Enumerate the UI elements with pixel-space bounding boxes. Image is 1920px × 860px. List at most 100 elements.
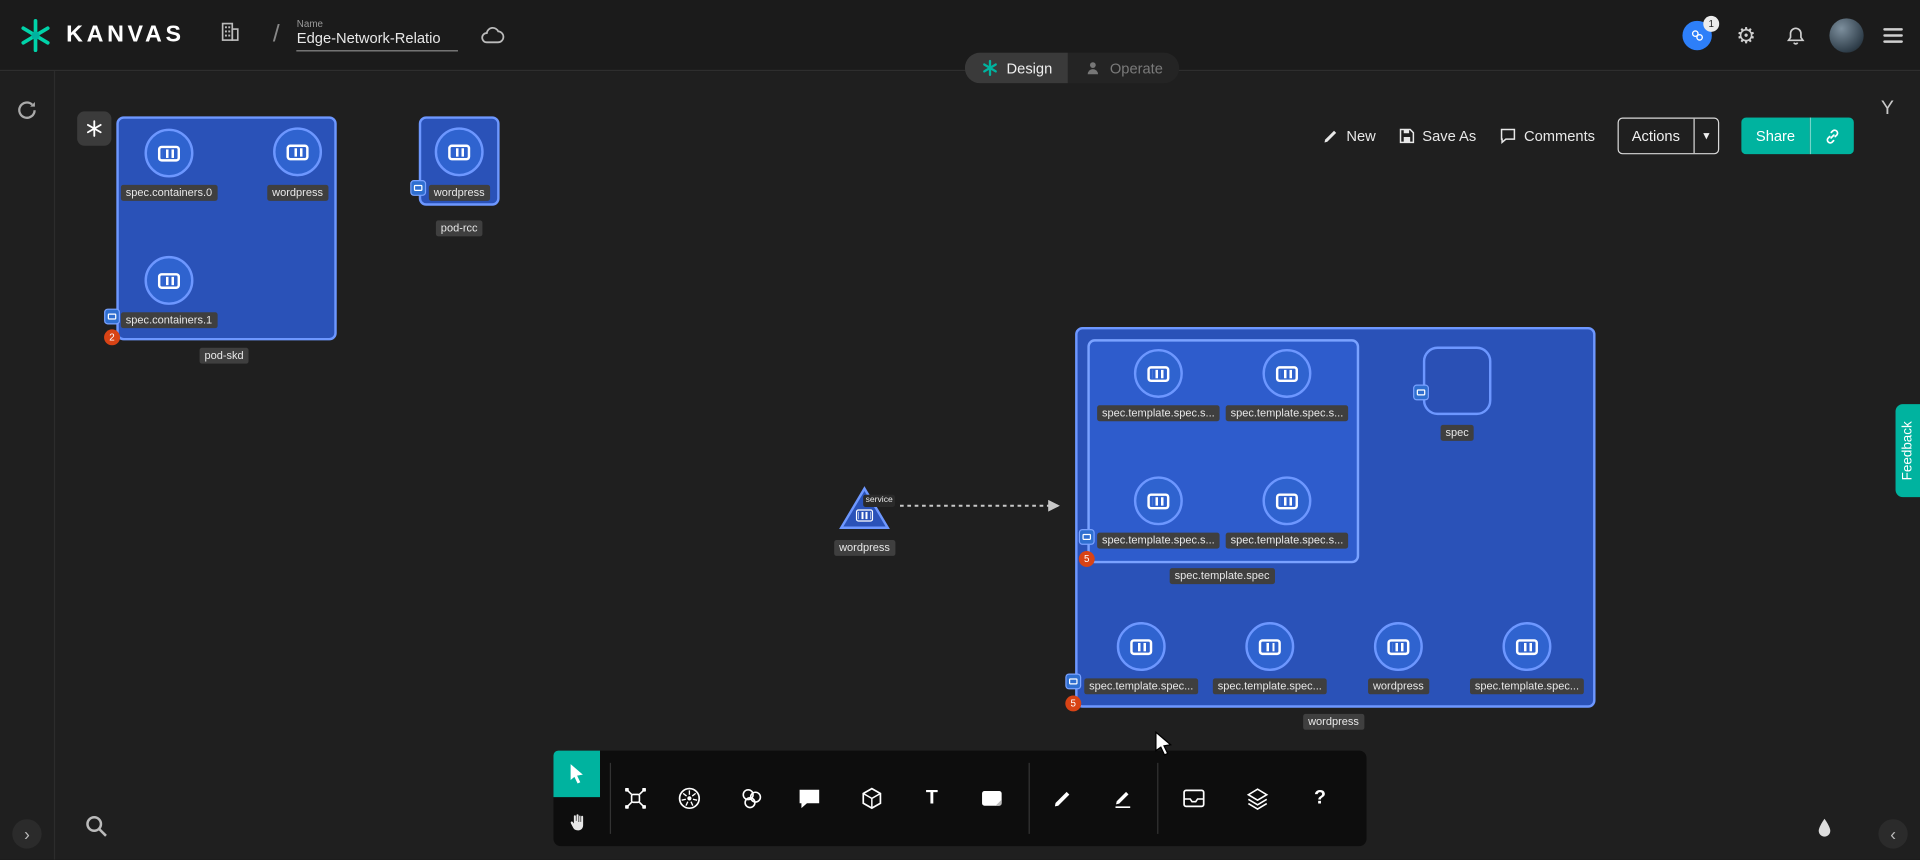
container-icon xyxy=(158,272,180,288)
toolbar-divider xyxy=(1029,763,1030,834)
pod-badge-icon[interactable] xyxy=(410,180,426,196)
kubernetes-apps-button[interactable] xyxy=(77,111,111,145)
group-spec-template-spec[interactable] xyxy=(1087,339,1359,563)
container-node[interactable] xyxy=(1134,349,1183,398)
menu-hamburger-icon[interactable] xyxy=(1883,28,1903,43)
toolbar-divider xyxy=(1157,763,1158,834)
container-node[interactable] xyxy=(1262,476,1311,525)
layers-icon xyxy=(1245,786,1269,810)
flow-panel-icon[interactable]: Y xyxy=(1881,98,1894,120)
save-as-label: Save As xyxy=(1422,127,1476,144)
container-node[interactable] xyxy=(144,129,193,178)
container-node[interactable] xyxy=(273,127,322,176)
feedback-label: Feedback xyxy=(1900,421,1915,480)
pod-badge-icon[interactable] xyxy=(1079,529,1095,545)
issue-count-badge[interactable]: 2 xyxy=(104,329,120,345)
help-tool[interactable]: ? xyxy=(1296,774,1345,823)
actions-label: Actions xyxy=(1618,119,1693,153)
container-icon xyxy=(1259,639,1281,655)
collapse-right-panel-button[interactable]: ‹ xyxy=(1878,819,1907,848)
expand-left-panel-button[interactable]: › xyxy=(12,819,41,848)
text-tool[interactable]: T xyxy=(907,774,956,823)
comment-tool[interactable] xyxy=(785,774,834,823)
pan-tool[interactable] xyxy=(553,800,600,847)
drawer-tool[interactable] xyxy=(1169,774,1218,823)
kubernetes-tool[interactable] xyxy=(665,774,714,823)
cloud-sync-icon xyxy=(478,20,507,49)
pencil-tool[interactable] xyxy=(1038,774,1087,823)
container-node[interactable] xyxy=(1502,622,1551,671)
app-title: KANVAS xyxy=(66,21,185,48)
shapes-cluster-icon xyxy=(740,786,764,810)
share-group: Share xyxy=(1741,118,1854,155)
container-node[interactable] xyxy=(1374,622,1423,671)
select-tool[interactable] xyxy=(553,751,600,798)
container-node[interactable] xyxy=(435,127,484,176)
node-label: spec.template.spec... xyxy=(1084,678,1198,694)
design-name-input[interactable]: Edge-Network-Relatio xyxy=(297,29,459,51)
profile-orb-icon[interactable]: 1 xyxy=(1682,21,1711,50)
design-name-field[interactable]: Name Edge-Network-Relatio xyxy=(297,18,459,51)
copy-link-button[interactable] xyxy=(1810,118,1854,155)
rectangle-tool[interactable] xyxy=(967,774,1016,823)
node-label: spec.template.spec.s... xyxy=(1097,405,1220,421)
node-label: spec.template.spec... xyxy=(1470,678,1584,694)
cube-icon xyxy=(860,786,884,810)
edge-label: service xyxy=(863,495,895,507)
settings-gear-icon[interactable]: ⚙ xyxy=(1731,21,1760,50)
container-icon xyxy=(1387,639,1409,655)
notification-count-badge: 1 xyxy=(1703,16,1719,32)
user-avatar[interactable] xyxy=(1829,18,1863,52)
service-node[interactable] xyxy=(838,485,892,532)
tab-design[interactable]: Design xyxy=(965,53,1068,84)
comments-button[interactable]: Comments xyxy=(1498,127,1595,144)
pod-badge-icon[interactable] xyxy=(1065,673,1081,689)
pencil-icon xyxy=(1052,787,1074,809)
feedback-tab[interactable]: Feedback xyxy=(1896,404,1920,497)
container-icon xyxy=(1276,493,1298,509)
history-sync-icon[interactable] xyxy=(15,98,39,122)
pod-badge-icon[interactable] xyxy=(1413,384,1429,400)
issue-count-badge[interactable]: 5 xyxy=(1079,551,1095,567)
group-label: spec.template.spec xyxy=(1170,568,1275,584)
actions-dropdown-button[interactable]: Actions ▾ xyxy=(1617,118,1719,155)
ink-drop-icon[interactable] xyxy=(1810,813,1839,842)
components-tool[interactable] xyxy=(611,774,660,823)
organization-icon[interactable] xyxy=(219,21,241,49)
cursor-icon xyxy=(567,763,587,785)
help-tool-glyph: ? xyxy=(1314,787,1326,809)
save-as-button[interactable]: Save As xyxy=(1398,127,1476,144)
shapes-cluster-tool[interactable] xyxy=(727,774,776,823)
media-tool[interactable] xyxy=(847,774,896,823)
hand-icon xyxy=(566,812,588,834)
container-icon xyxy=(1516,639,1538,655)
notifications-bell-icon[interactable] xyxy=(1780,21,1809,50)
new-button[interactable]: New xyxy=(1322,127,1376,144)
spec-node[interactable] xyxy=(1423,347,1492,416)
node-label: wordpress xyxy=(834,540,895,556)
pod-badge-icon[interactable] xyxy=(104,309,120,325)
chevron-down-icon[interactable]: ▾ xyxy=(1695,119,1718,153)
container-node[interactable] xyxy=(144,256,193,305)
container-node[interactable] xyxy=(1134,476,1183,525)
container-icon xyxy=(1276,366,1298,382)
layers-tool[interactable] xyxy=(1233,774,1282,823)
mode-tabs: Design Operate xyxy=(965,53,1179,84)
container-node[interactable] xyxy=(1117,622,1166,671)
container-node[interactable] xyxy=(1262,349,1311,398)
issue-count-badge[interactable]: 5 xyxy=(1065,696,1081,712)
left-rail xyxy=(0,71,55,860)
design-toolbar: T xyxy=(553,751,1366,847)
container-node[interactable] xyxy=(1245,622,1294,671)
node-label: wordpress xyxy=(267,185,328,201)
node-label: wordpress xyxy=(429,185,490,201)
tab-operate-label: Operate xyxy=(1110,59,1163,76)
tab-operate[interactable]: Operate xyxy=(1068,53,1179,84)
pen-annotate-tool[interactable] xyxy=(1098,774,1147,823)
comment-bubble-icon xyxy=(797,787,821,809)
node-label: spec.template.spec... xyxy=(1213,678,1327,694)
zoom-search-icon[interactable] xyxy=(81,811,113,843)
new-label: New xyxy=(1346,127,1375,144)
share-button[interactable]: Share xyxy=(1741,118,1810,155)
